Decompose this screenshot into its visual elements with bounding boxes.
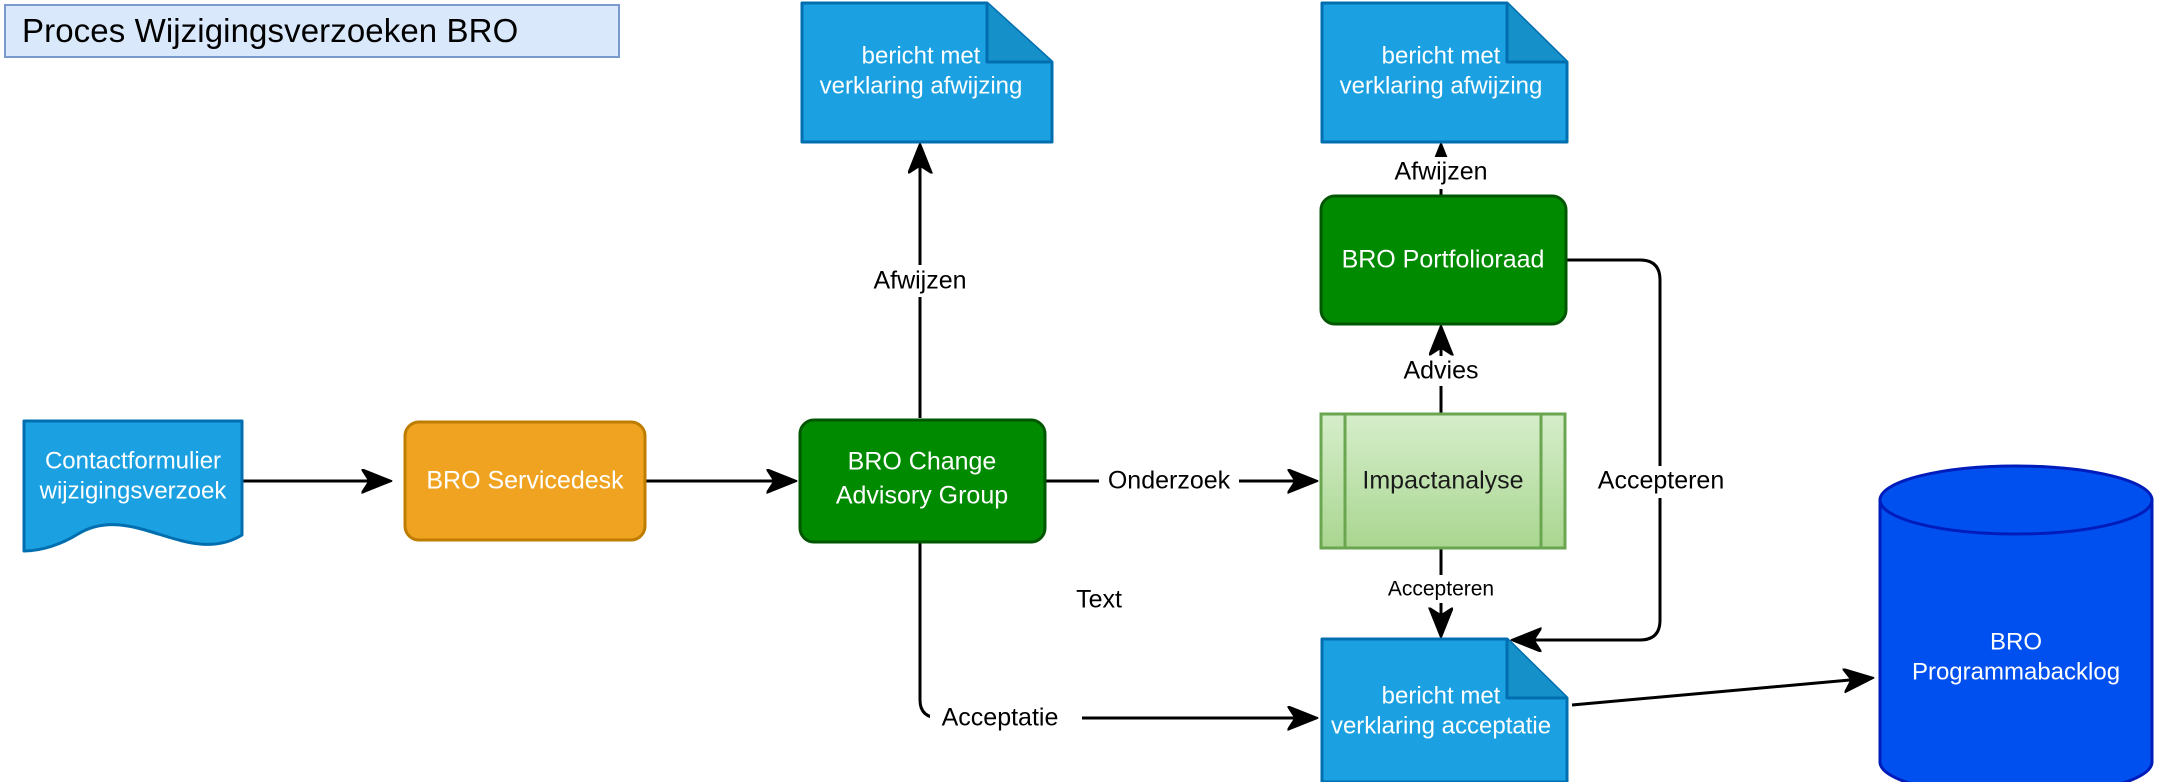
- edge-label-bg: [1099, 465, 1239, 497]
- edge-label-bg: [930, 702, 1082, 734]
- edge-label-bg: [862, 265, 978, 297]
- edge-label-bg: [1588, 466, 1734, 498]
- edge-label-onderzoek: Onderzoek: [1108, 467, 1231, 495]
- node-label-line2: wijzigingsverzoek: [39, 477, 228, 504]
- node-label-line1: BRO Change: [848, 448, 997, 476]
- node-label-line2: Programmabacklog: [1912, 658, 2120, 685]
- node-afwijzing-note-left[interactable]: bericht met verklaring afwijzing: [800, 1, 1054, 144]
- node-label-line1: BRO: [1990, 628, 2042, 655]
- edge-label-accepteren-mid: Accepteren: [1388, 578, 1494, 601]
- free-text-label: Text: [1076, 586, 1122, 614]
- edge-label-acceptatie: Acceptatie: [942, 704, 1059, 732]
- node-label-line2: verklaring afwijzing: [820, 72, 1023, 99]
- node-impactanalyse[interactable]: Impactanalyse: [1319, 412, 1567, 550]
- node-contactformulier[interactable]: Contactformulier wijzigingsverzoek: [22, 419, 244, 553]
- node-portfolioraad[interactable]: BRO Portfolioraad: [1319, 194, 1568, 326]
- edge-label-bg: [1374, 575, 1508, 603]
- edge-acceptatie-backlog: [1571, 678, 1872, 707]
- edge-portfolioraad-afwijzing: Afwijzen: [1383, 145, 1499, 196]
- node-label-line1: Contactformulier: [45, 447, 221, 474]
- edge-cag-afwijzing: Afwijzen: [862, 145, 978, 418]
- node-label: Impactanalyse: [1362, 467, 1523, 495]
- node-label-line1: bericht met: [862, 42, 981, 69]
- edge-label-bg: [1383, 157, 1499, 189]
- node-acceptatie-note[interactable]: bericht met verklaring acceptatie: [1320, 637, 1569, 782]
- node-label-line2: Advisory Group: [836, 482, 1008, 510]
- node-programmabacklog[interactable]: BRO Programmabacklog: [1878, 464, 2154, 782]
- node-servicedesk[interactable]: BRO Servicedesk: [403, 420, 647, 542]
- edge-label-advies: Advies: [1403, 357, 1478, 385]
- node-label: BRO Servicedesk: [426, 467, 624, 495]
- edge-label-accepteren-right: Accepteren: [1598, 467, 1724, 495]
- edge-impactanalyse-portfolioraad: Advies: [1387, 327, 1495, 414]
- edge-portfolioraad-acceptatie: Accepteren: [1513, 258, 1734, 640]
- node-change-advisory-group[interactable]: BRO Change Advisory Group: [798, 418, 1047, 544]
- edge-cag-impactanalyse: Onderzoek: [1045, 465, 1316, 497]
- edge-label-bg: [1387, 356, 1495, 386]
- node-label-line2: verklaring acceptatie: [1331, 712, 1551, 739]
- node-label-line2: verklaring afwijzing: [1340, 72, 1543, 99]
- node-label-line1: bericht met: [1382, 682, 1501, 709]
- edge-label-afwijzen-right: Afwijzen: [1394, 158, 1487, 186]
- node-afwijzing-note-right[interactable]: bericht met verklaring afwijzing: [1320, 1, 1569, 144]
- edge-label-afwijzen-left: Afwijzen: [873, 267, 966, 295]
- edge-impactanalyse-acceptatie: Accepteren: [1374, 548, 1508, 636]
- node-label-line1: bericht met: [1382, 42, 1501, 69]
- diagram-title: Proces Wijzigingsverzoeken BRO: [4, 4, 620, 58]
- node-label: BRO Portfolioraad: [1342, 246, 1545, 274]
- free-text-1: Text: [1076, 586, 1122, 614]
- edge-cag-acceptatie: Acceptatie: [918, 543, 1316, 734]
